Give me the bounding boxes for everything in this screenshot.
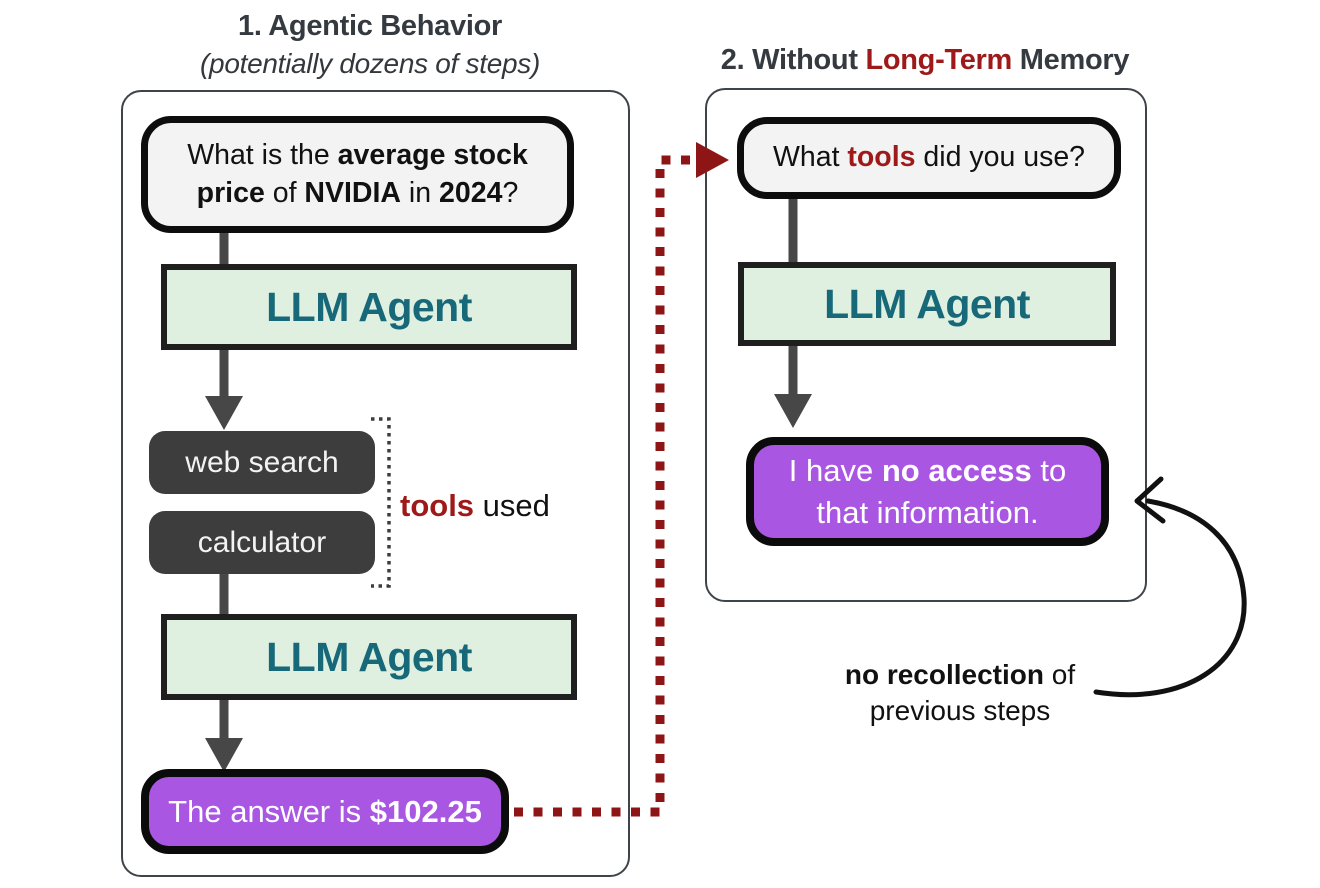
agentic-behavior-panel <box>121 90 630 877</box>
llm-agent-label-2: LLM Agent <box>266 633 472 680</box>
answer-bubble-102: The answer is $102.25 <box>141 769 509 854</box>
tools-used-highlight: tools <box>400 488 475 523</box>
without-memory-panel <box>705 88 1147 602</box>
tools-used-label: tools used <box>400 488 600 524</box>
question-bubble-tools: What tools did you use? <box>737 117 1121 199</box>
llm-agent-box-1: LLM Agent <box>161 264 577 350</box>
curved-annotation-arrow <box>1093 498 1247 698</box>
right-panel-title: 2. Without Long-Term Memory <box>685 44 1165 77</box>
q1-bold-nvidia: NVIDIA <box>304 176 401 209</box>
q1-qmark: ? <box>502 176 519 209</box>
llm-agent-box-2: LLM Agent <box>161 614 577 700</box>
q1-in: in <box>401 176 440 209</box>
arrowhead-llm3-to-answer <box>774 394 812 428</box>
no-access-bold: no access <box>881 452 1032 488</box>
no-recollection-annotation: no recollection of previous steps <box>800 657 1120 730</box>
annotation-rest: of <box>1044 659 1076 690</box>
llm-agent-label-1: LLM Agent <box>266 283 472 330</box>
llm-agent-box-3: LLM Agent <box>738 262 1116 346</box>
q1-bold-average-stock: average stock <box>337 139 528 172</box>
arrowhead-llm2-to-answer <box>205 738 243 772</box>
tool-chip-web-search: web search <box>149 431 375 494</box>
question-bubble-nvidia: What is the average stock price of NVIDI… <box>141 116 574 233</box>
answer-bubble-102-text: The answer is $102.25 <box>168 791 482 833</box>
q1-of: of <box>264 176 305 209</box>
left-title-subtitle: (potentially dozens of steps) <box>200 48 540 79</box>
right-title-highlight: Long-Term <box>865 44 1013 76</box>
dotted-memory-arrowhead <box>696 142 729 178</box>
answer-prefix: The answer is <box>168 793 370 829</box>
question-bubble-tools-text: What tools did you use? <box>773 139 1085 176</box>
right-title-prefix: 2. Without <box>720 44 866 76</box>
tool-chip-calculator-label: calculator <box>197 525 327 559</box>
annotation-line2: previous steps <box>869 695 1051 727</box>
right-title-suffix: Memory <box>1012 44 1130 76</box>
tools-used-rest: used <box>474 488 550 523</box>
annotation-bold: no recollection <box>844 659 1044 690</box>
left-panel-title: 1. Agentic Behavior (potentially dozens … <box>100 10 640 80</box>
no-access-prefix: I have <box>788 452 882 488</box>
arrowhead-llm1-to-tools <box>205 396 243 430</box>
no-access-bubble: I have no access to that information. <box>746 437 1109 546</box>
no-access-bubble-text: I have no access to that information. <box>789 450 1066 534</box>
q2-bold-tools: tools <box>847 141 916 174</box>
dotted-memory-arrow <box>514 155 696 817</box>
no-access-line2: that information. <box>816 494 1039 530</box>
q2-suffix: did you use? <box>915 141 1086 174</box>
q2-prefix: What <box>772 141 848 174</box>
no-access-to: to <box>1031 452 1067 488</box>
q1-text: What is the <box>187 139 338 172</box>
tools-bracket <box>371 417 391 588</box>
llm-agent-label-3: LLM Agent <box>824 280 1030 327</box>
tool-chip-calculator: calculator <box>149 511 375 574</box>
left-title-heading: 1. Agentic Behavior <box>238 10 502 42</box>
question-bubble-nvidia-text: What is the average stock price of NVIDI… <box>187 137 528 211</box>
answer-bold-price: $102.25 <box>369 793 482 829</box>
q1-bold-price: price <box>196 176 265 209</box>
curved-annotation-arrowhead <box>1134 476 1166 524</box>
tool-chip-web-search-label: web search <box>185 445 339 479</box>
q1-bold-2024: 2024 <box>439 176 503 209</box>
